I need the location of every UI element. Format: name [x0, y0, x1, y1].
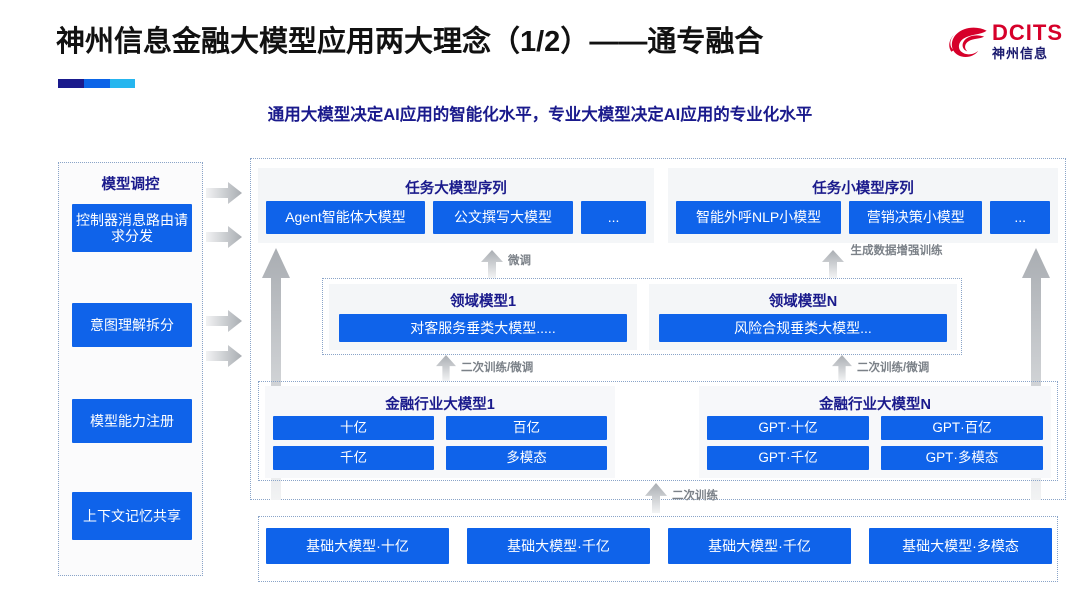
industry-model-n-items: GPT·十亿 GPT·百亿 GPT·千亿 GPT·多模态 [707, 416, 1043, 470]
task-item-label: Agent智能体大模型 [285, 209, 406, 226]
accent-segment-2 [84, 79, 110, 88]
industry-item-n-gpt-multimodal[interactable]: GPT·多模态 [881, 446, 1043, 470]
connector-arrow-right-2 [206, 226, 242, 248]
industry-item-label: 百亿 [513, 420, 540, 436]
task-small-model-panel: 任务小模型序列 智能外呼NLP小模型 营销决策小模型 ... [668, 168, 1058, 243]
task-large-model-panel: 任务大模型序列 Agent智能体大模型 公文撰写大模型 ... [258, 168, 654, 243]
arrow-up-retrain-finetune-left [436, 355, 456, 381]
foundation-model-hundred-billion-1[interactable]: 基础大模型·千亿 [467, 528, 650, 564]
foundation-model-label: 基础大模型·千亿 [708, 537, 811, 554]
industry-item-label: GPT·十亿 [758, 420, 818, 436]
industry-item-n-gpt-billion[interactable]: GPT·十亿 [707, 416, 869, 440]
task-small-model-title: 任务小模型序列 [812, 181, 914, 197]
task-item-label: 公文撰写大模型 [454, 209, 553, 226]
industry-model-n-title: 金融行业大模型N [819, 397, 931, 413]
industry-item-label: 千亿 [340, 450, 367, 466]
arrow-up-retrain-finetune-right [832, 355, 852, 381]
industry-model-1-title: 金融行业大模型1 [385, 397, 495, 413]
industry-item-label: GPT·千亿 [758, 450, 818, 466]
sidebar-panel: 模型调控 控制器消息路由请求分发 意图理解拆分 模型能力注册 上下文记忆共享 [58, 162, 203, 576]
industry-item-label: GPT·百亿 [932, 420, 992, 436]
accent-segment-3 [110, 79, 135, 88]
arrow-up-long-left [262, 248, 290, 500]
task-small-model-items: 智能外呼NLP小模型 营销决策小模型 ... [676, 201, 1051, 234]
foundation-model-label: 基础大模型·千亿 [507, 537, 610, 554]
arrow-up-data-aug [822, 250, 844, 278]
logo-text: DCITS 神州信息 [992, 22, 1063, 62]
industry-model-n-cell: 金融行业大模型N GPT·十亿 GPT·百亿 GPT·千亿 GPT·多模态 [699, 386, 1051, 478]
foundation-model-multimodal[interactable]: 基础大模型·多模态 [869, 528, 1052, 564]
domain-model-1-item[interactable]: 对客服务垂类大模型..... [339, 314, 627, 342]
connector-arrow-right-4 [206, 345, 242, 367]
industry-model-band: 金融行业大模型1 十亿 百亿 千亿 多模态 金融行业大模型N GPT·十亿 GP… [258, 381, 1058, 481]
page-title: 神州信息金融大模型应用两大理念（1/2）——通专融合 [56, 26, 764, 58]
industry-item-n-gpt-ten-billion[interactable]: GPT·百亿 [881, 416, 1043, 440]
domain-model-band: 领域模型1 对客服务垂类大模型..... 领域模型N 风险合规垂类大模型... [322, 278, 962, 355]
foundation-model-label: 基础大模型·多模态 [902, 537, 1019, 554]
arrow-label-finetune: 微调 [508, 255, 531, 267]
industry-model-1-cell: 金融行业大模型1 十亿 百亿 千亿 多模态 [265, 386, 615, 478]
domain-model-item-label: 对客服务垂类大模型..... [410, 319, 556, 336]
industry-item-label: 多模态 [506, 450, 547, 466]
logo-cn: 神州信息 [992, 46, 1049, 61]
industry-item-1-ten-billion[interactable]: 百亿 [446, 416, 607, 440]
sidebar-item-capability-registry[interactable]: 模型能力注册 [72, 399, 192, 443]
industry-item-label: 十亿 [340, 420, 367, 436]
task-item-label: ... [1014, 209, 1027, 226]
sidebar-item-label: 上下文记忆共享 [83, 507, 181, 524]
arrow-up-long-right [1022, 248, 1050, 500]
sidebar-title: 模型调控 [101, 177, 160, 193]
title-accent-bar [58, 79, 135, 88]
task-item-outbound-nlp-model[interactable]: 智能外呼NLP小模型 [676, 201, 842, 234]
domain-model-n-item[interactable]: 风险合规垂类大模型... [659, 314, 947, 342]
task-large-model-title: 任务大模型序列 [405, 181, 507, 197]
industry-model-1-items: 十亿 百亿 千亿 多模态 [273, 416, 607, 470]
industry-item-1-multimodal[interactable]: 多模态 [446, 446, 607, 470]
sidebar-item-label: 意图理解拆分 [90, 316, 174, 333]
arrow-label-retrain-finetune-right: 二次训练/微调 [857, 362, 930, 374]
domain-model-n-title: 领域模型N [768, 294, 838, 310]
foundation-model-row: 基础大模型·十亿 基础大模型·千亿 基础大模型·千亿 基础大模型·多模态 [266, 528, 1052, 564]
foundation-model-hundred-billion-2[interactable]: 基础大模型·千亿 [668, 528, 851, 564]
industry-item-n-gpt-hundred-billion[interactable]: GPT·千亿 [707, 446, 869, 470]
logo-en: DCITS [992, 20, 1063, 45]
task-item-label: 智能外呼NLP小模型 [695, 209, 822, 226]
company-logo: DCITS 神州信息 [948, 20, 1068, 74]
task-item-agent-model[interactable]: Agent智能体大模型 [266, 201, 426, 234]
connector-arrow-right-3 [206, 310, 242, 332]
task-item-label: 营销决策小模型 [866, 209, 965, 226]
domain-model-1-cell: 领域模型1 对客服务垂类大模型..... [329, 284, 637, 350]
sidebar-item-controller-routing[interactable]: 控制器消息路由请求分发 [72, 204, 192, 252]
accent-segment-1 [58, 79, 84, 88]
task-item-marketing-decision-model[interactable]: 营销决策小模型 [849, 201, 983, 234]
foundation-model-label: 基础大模型·十亿 [306, 537, 409, 554]
sidebar-item-context-memory[interactable]: 上下文记忆共享 [72, 492, 192, 540]
arrow-label-retrain: 二次训练 [672, 490, 718, 502]
industry-item-1-hundred-billion[interactable]: 千亿 [273, 446, 434, 470]
task-large-model-items: Agent智能体大模型 公文撰写大模型 ... [266, 201, 646, 234]
sidebar-item-label: 控制器消息路由请求分发 [76, 211, 188, 244]
task-item-document-writing-model[interactable]: 公文撰写大模型 [433, 201, 574, 234]
task-item-label: ... [607, 209, 620, 226]
domain-model-1-title: 领域模型1 [449, 294, 517, 310]
arrow-label-data-aug: 生成数据增强训练 [850, 245, 943, 257]
swirl-icon [949, 27, 987, 58]
foundation-model-billion[interactable]: 基础大模型·十亿 [266, 528, 449, 564]
connector-arrow-right-1 [206, 182, 242, 204]
industry-item-1-billion[interactable]: 十亿 [273, 416, 434, 440]
domain-model-n-cell: 领域模型N 风险合规垂类大模型... [649, 284, 957, 350]
arrow-up-finetune [481, 250, 503, 278]
sidebar-item-label: 模型能力注册 [90, 412, 174, 429]
industry-item-label: GPT·多模态 [925, 450, 999, 466]
sidebar-item-intent-parsing[interactable]: 意图理解拆分 [72, 303, 192, 347]
task-item-more[interactable]: ... [990, 201, 1051, 234]
arrow-label-retrain-finetune-left: 二次训练/微调 [461, 362, 534, 374]
domain-model-item-label: 风险合规垂类大模型... [734, 319, 872, 336]
page-subtitle: 通用大模型决定AI应用的智能化水平，专业大模型决定AI应用的专业化水平 [267, 106, 813, 124]
arrow-up-retrain [645, 483, 667, 513]
task-item-more[interactable]: ... [581, 201, 646, 234]
foundation-container [258, 516, 1058, 582]
